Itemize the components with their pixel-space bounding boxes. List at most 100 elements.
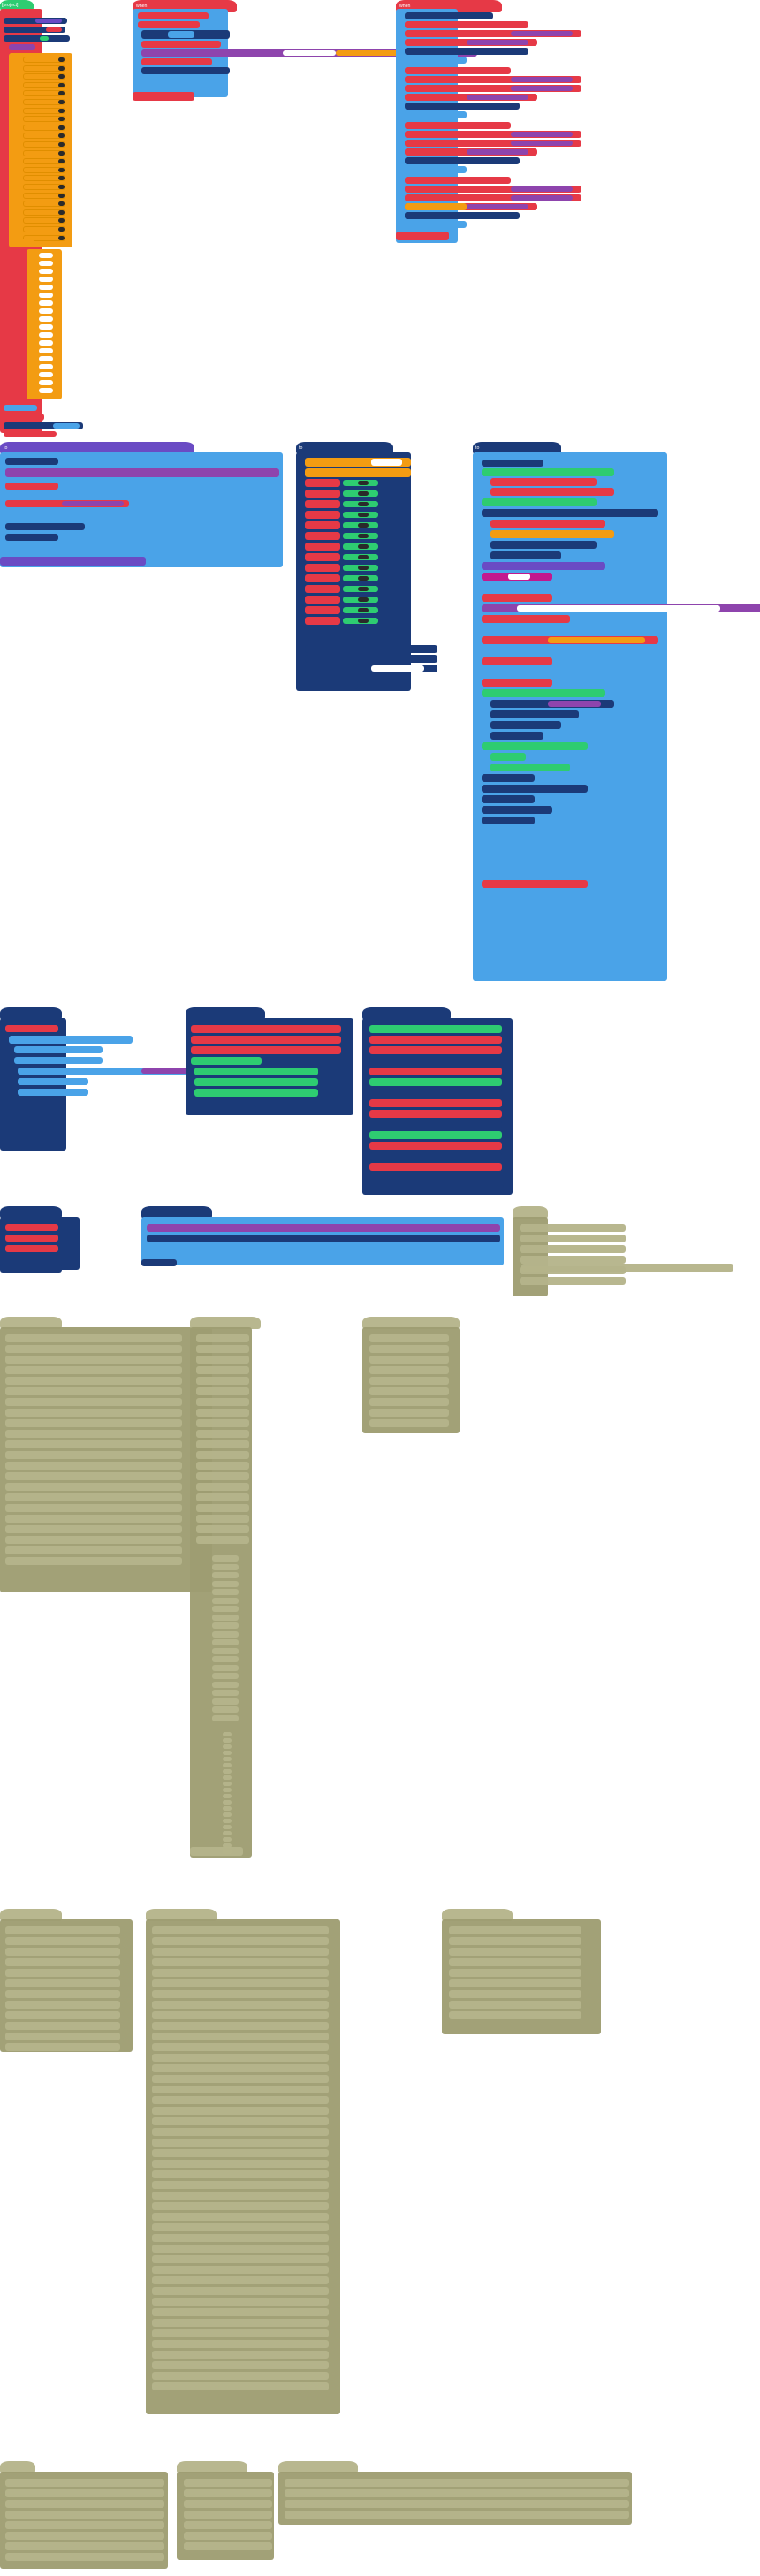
disabled-block[interactable] — [152, 2160, 329, 2168]
list-item-block[interactable] — [23, 201, 65, 208]
disabled-block[interactable] — [5, 1937, 120, 1945]
else-block[interactable] — [482, 498, 597, 506]
set-block[interactable] — [305, 585, 340, 593]
disabled-block[interactable] — [152, 2372, 329, 2380]
disabled-block[interactable] — [212, 1572, 239, 1578]
set-block[interactable] — [305, 574, 340, 582]
set-block[interactable] — [482, 594, 552, 602]
number-input[interactable] — [39, 293, 53, 298]
set-block[interactable] — [5, 1224, 58, 1231]
disabled-block[interactable] — [152, 2001, 329, 2009]
set-block[interactable] — [405, 166, 467, 173]
end-block[interactable] — [296, 680, 358, 689]
list-item-block[interactable] — [23, 107, 65, 114]
disabled-block[interactable] — [449, 1958, 581, 1966]
disabled-block[interactable] — [449, 1948, 581, 1956]
disabled-block[interactable] — [184, 2500, 272, 2508]
disabled-block[interactable] — [190, 1847, 243, 1856]
set-block[interactable] — [490, 721, 561, 729]
disabled-block[interactable] — [152, 2255, 329, 2263]
end-block[interactable] — [133, 85, 203, 92]
list-item-block[interactable] — [23, 90, 65, 97]
disabled-block[interactable] — [152, 2117, 329, 2125]
disabled-block[interactable] — [5, 1557, 182, 1565]
disabled-block[interactable] — [5, 2553, 164, 2561]
number-input[interactable] — [39, 348, 53, 353]
list-item-block[interactable] — [23, 133, 65, 140]
disabled-block[interactable] — [5, 1356, 182, 1364]
set-block[interactable] — [482, 785, 588, 793]
disabled-block[interactable] — [184, 2489, 272, 2497]
list-footer-block[interactable] — [9, 239, 34, 244]
disabled-block[interactable] — [152, 2192, 329, 2200]
number-input[interactable] — [39, 277, 53, 282]
disabled-block[interactable] — [152, 2043, 329, 2051]
disabled-block[interactable] — [5, 1440, 182, 1448]
set-block[interactable] — [191, 1046, 341, 1054]
set-block[interactable] — [305, 564, 340, 572]
set-block[interactable] — [369, 1057, 502, 1065]
disabled-block[interactable] — [212, 1639, 239, 1645]
disabled-block[interactable] — [285, 2511, 629, 2519]
call-block[interactable] — [5, 523, 85, 530]
set-block[interactable] — [305, 521, 340, 529]
set-block[interactable] — [482, 880, 588, 888]
disabled-block[interactable] — [5, 1345, 182, 1353]
disabled-block[interactable] — [152, 2245, 329, 2253]
disabled-block[interactable] — [223, 1819, 232, 1823]
set-block[interactable] — [490, 764, 570, 771]
disabled-block[interactable] — [223, 1732, 232, 1736]
disabled-block[interactable] — [5, 1536, 182, 1544]
set-block[interactable] — [369, 1036, 502, 1044]
disabled-block[interactable] — [223, 1738, 232, 1743]
disabled-block[interactable] — [449, 1937, 581, 1945]
set-block[interactable] — [4, 405, 37, 411]
disabled-block[interactable] — [5, 1483, 182, 1491]
set-block[interactable] — [18, 1068, 194, 1075]
disabled-block[interactable] — [449, 1979, 581, 1987]
number-input[interactable] — [39, 332, 53, 338]
disabled-block[interactable] — [184, 2511, 272, 2519]
disabled-block[interactable] — [152, 2287, 329, 2295]
disabled-block[interactable] — [152, 1958, 329, 1966]
call-block[interactable] — [305, 655, 437, 663]
number-input[interactable] — [39, 372, 53, 377]
disabled-block[interactable] — [196, 1398, 249, 1406]
disabled-block[interactable] — [212, 1563, 239, 1570]
disabled-block[interactable] — [212, 1656, 239, 1662]
set-block[interactable] — [490, 530, 614, 538]
end-block[interactable] — [133, 92, 194, 101]
disabled-block[interactable] — [152, 2351, 329, 2359]
end-block[interactable] — [0, 557, 146, 566]
disabled-block[interactable] — [152, 1969, 329, 1977]
disabled-block[interactable] — [5, 1419, 182, 1427]
set-block[interactable] — [405, 57, 467, 64]
disabled-block[interactable] — [223, 1744, 232, 1749]
disabled-block[interactable] — [223, 1812, 232, 1817]
disabled-block[interactable] — [152, 2086, 329, 2093]
disabled-block[interactable] — [196, 1462, 249, 1470]
disabled-block[interactable] — [196, 1483, 249, 1491]
disabled-block[interactable] — [369, 1387, 449, 1395]
set-block[interactable] — [490, 753, 526, 761]
end-block[interactable] — [141, 1259, 177, 1266]
end-block[interactable] — [186, 1105, 256, 1113]
disabled-hat-block[interactable] — [442, 1909, 513, 1921]
disabled-block[interactable] — [152, 2213, 329, 2221]
disabled-block[interactable] — [5, 1398, 182, 1406]
set-block[interactable] — [14, 1046, 103, 1053]
disabled-block[interactable] — [196, 1451, 249, 1459]
disabled-block[interactable] — [520, 1256, 626, 1264]
set-block[interactable] — [482, 774, 535, 782]
number-input[interactable] — [39, 285, 53, 290]
procedure-hat-block[interactable] — [0, 442, 194, 454]
set-block[interactable] — [141, 67, 230, 74]
list-item-block[interactable] — [23, 65, 65, 72]
procedure-hat-block[interactable] — [0, 1206, 62, 1219]
procedure-hat-block[interactable] — [296, 442, 393, 454]
disabled-block[interactable] — [285, 2489, 629, 2497]
set-block[interactable] — [482, 912, 658, 920]
set-block[interactable] — [369, 1046, 502, 1054]
text-input[interactable] — [508, 574, 530, 580]
